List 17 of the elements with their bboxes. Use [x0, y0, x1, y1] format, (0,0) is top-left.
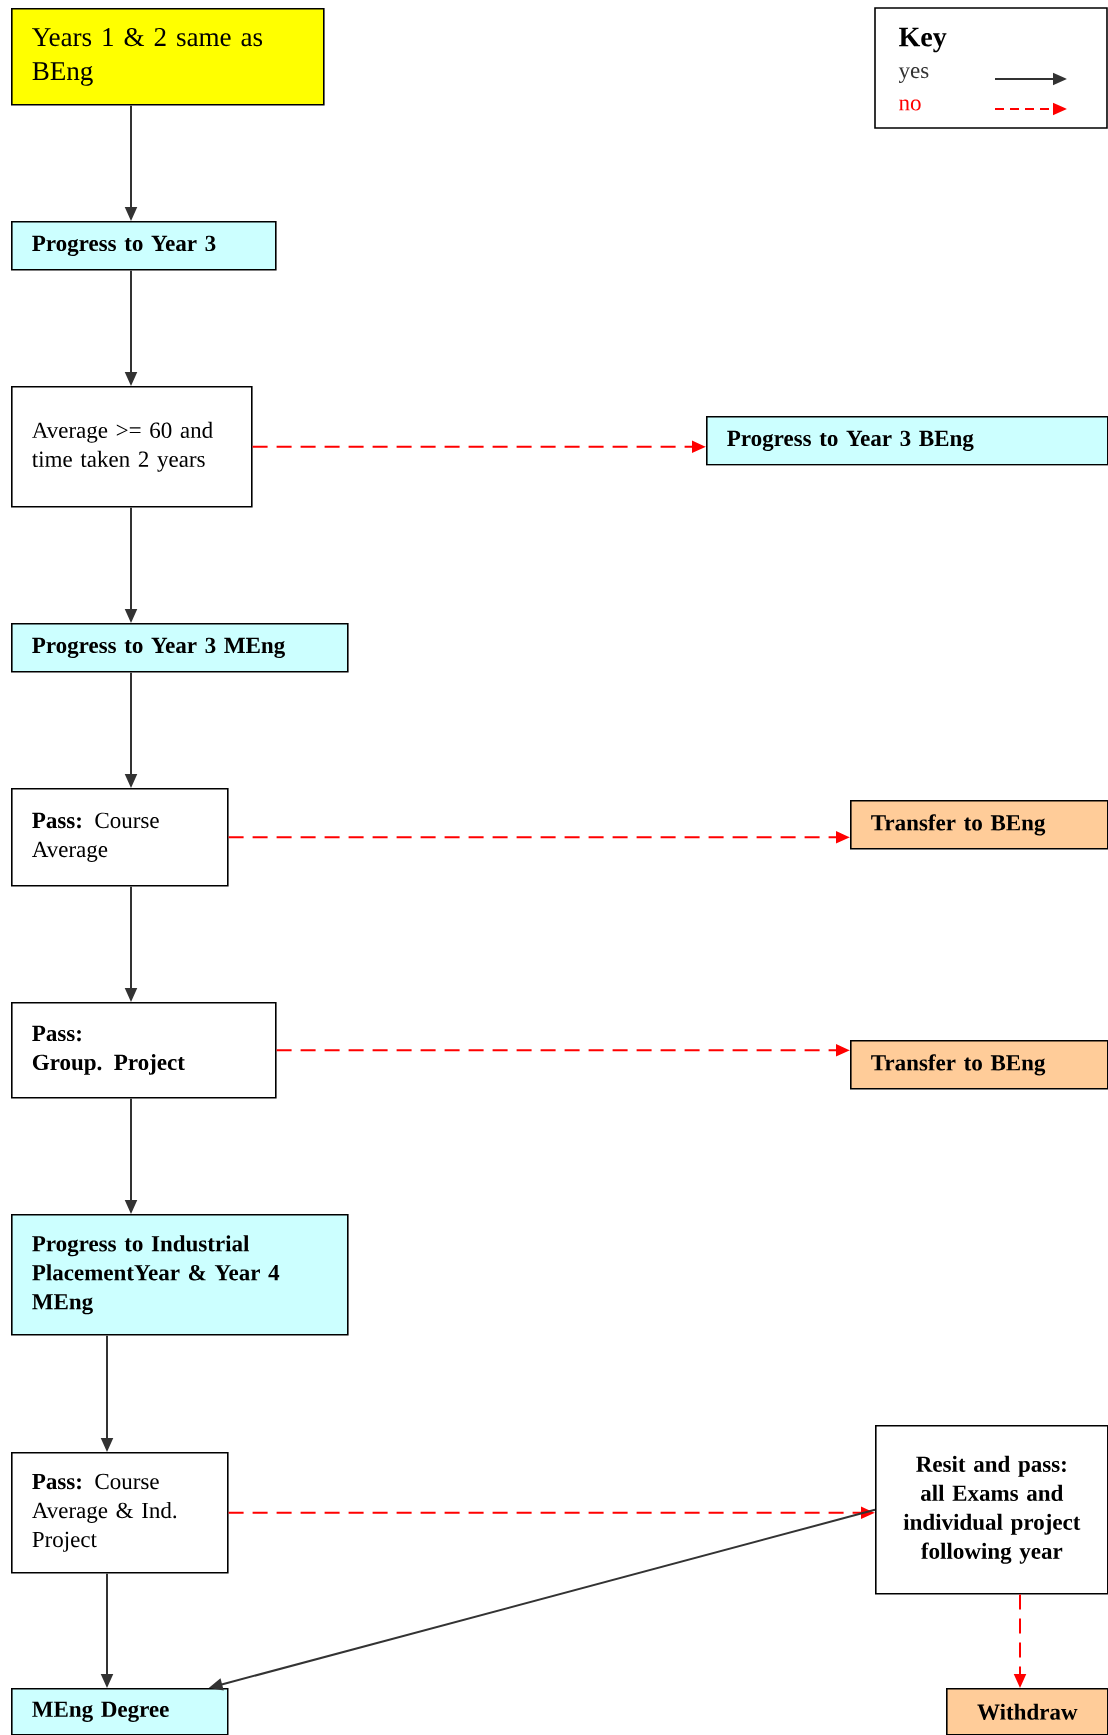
outcome-box: Progress to Year 3 [11, 221, 277, 271]
condition-box: Pass: Group. Project [11, 1002, 277, 1099]
outcome-box: Progress to Year 3 BEng [706, 416, 1108, 466]
condition-box: Pass: Course Average [11, 788, 229, 887]
outcome-box: Progress to Year 3 MEng [11, 623, 349, 673]
exit-box: Withdraw [946, 1688, 1108, 1735]
legend-label: yes [898, 67, 929, 83]
label: Key [899, 27, 947, 53]
start-box: Years 1 & 2 same as BEng [11, 8, 325, 106]
outcome-box: MEng Degree [11, 1688, 229, 1735]
condition-box: Resit and pass: all Exams and individual project following year [875, 1425, 1108, 1595]
legend-label: no [899, 99, 921, 111]
exit-box: Transfer to BEng [850, 1040, 1108, 1090]
condition-box: Average >= 60 and time taken 2 years [11, 386, 253, 508]
condition-box: Pass: Course Average & Ind. Project [11, 1452, 229, 1574]
outcome-box: Progress to Industrial PlacementYear & Year 4 MEng [11, 1214, 349, 1336]
exit-box: Transfer to BEng [850, 800, 1108, 850]
